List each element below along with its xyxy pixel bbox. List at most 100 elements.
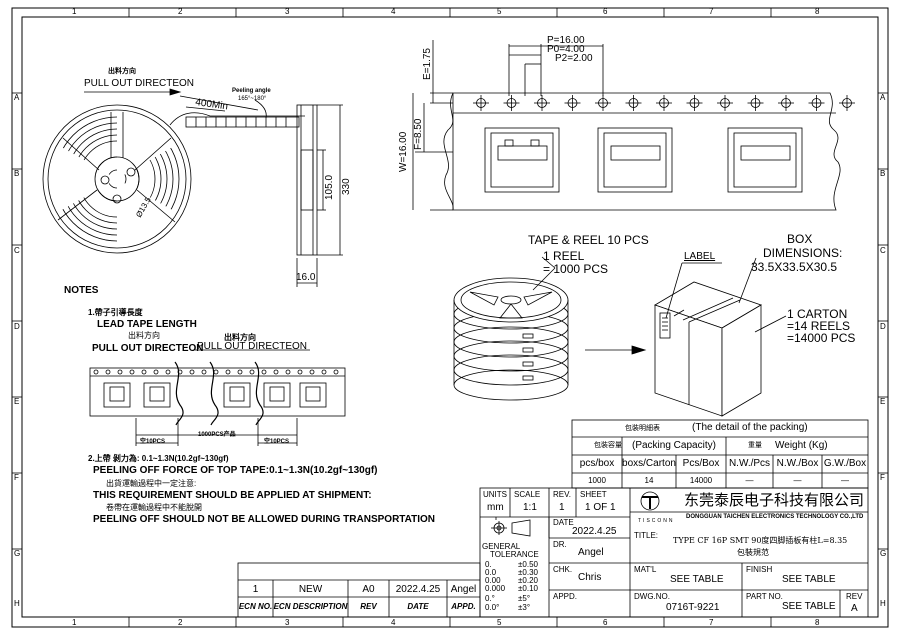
tolerance-value: ±0.50 — [518, 560, 538, 569]
notes-title: NOTES — [64, 285, 99, 296]
carton-line2: =14 REELS — [787, 319, 851, 333]
reel-front-view — [42, 104, 305, 254]
tolerance-value: ±5° — [518, 594, 531, 603]
note2-cn-c: 卷帶在運輸過程中不能脫開 — [106, 503, 202, 512]
date-value: 2022.4.25 — [572, 526, 617, 537]
tolerance-precision: 0. — [485, 560, 492, 569]
carrier-tape-view — [412, 40, 855, 211]
grid-col-label: 3 — [285, 618, 290, 627]
packing-capacity-en: (Packing Capacity) — [632, 440, 716, 451]
grid-col-label: 6 — [603, 618, 608, 627]
carton-line3: =14000 PCS — [787, 331, 856, 345]
tape-reel-title: TAPE & REEL 10 PCS — [528, 233, 649, 247]
grid-row-label: E — [880, 397, 886, 406]
grid-row-label: E — [14, 397, 20, 406]
strip-hole — [297, 369, 303, 375]
material-label: MAT'L — [634, 565, 657, 574]
scale-value: 1:1 — [523, 502, 537, 513]
checked-value: Chris — [578, 572, 602, 583]
peeling-angle-range: 165°~180° — [238, 96, 267, 102]
box-dim-title: DIMENSIONS: — [763, 246, 843, 260]
sprocket-hole — [595, 95, 611, 111]
grid-ticks — [12, 8, 888, 627]
revision-header: REV — [360, 602, 377, 611]
strip-hole — [93, 369, 99, 375]
packing-value: 14 — [644, 476, 654, 485]
projection-symbol — [491, 519, 531, 537]
drawn-label: DR. — [553, 540, 567, 549]
tolerance-title1: GENERAL — [482, 542, 521, 551]
grid-row-label: H — [14, 599, 20, 608]
packing-header: pcs/box — [579, 458, 615, 469]
revision-header: APPD. — [451, 602, 476, 611]
grid-row-label: B — [14, 169, 20, 178]
grid-col-label: 6 — [603, 7, 608, 16]
rev-block-value: A — [851, 603, 858, 614]
strip-hole — [213, 369, 219, 375]
grid-col-label: 4 — [391, 7, 396, 16]
reel-direction-cn: 出料方向 — [108, 68, 136, 75]
rev-label: REV. — [553, 490, 571, 499]
reel-width-dim: 16.0 — [296, 272, 316, 283]
dwg-no-value: 0716T-9221 — [666, 602, 720, 613]
checked-label: CHK. — [553, 565, 573, 574]
grid-col-label: 1 — [72, 618, 77, 627]
packing-value: — — [793, 476, 802, 485]
finish-value: SEE TABLE — [782, 574, 836, 585]
strip-hole — [249, 369, 255, 375]
tolerance-value: ±3° — [518, 603, 531, 612]
note1-cn: 1.帶子引導長度 — [88, 308, 143, 317]
company-name-en: DONGGUAN TAICHEN ELECTRONICS TECHNOLOGY … — [686, 514, 864, 520]
tolerance-precision: 0.00 — [485, 576, 501, 585]
part-no-label: PART NO. — [746, 592, 783, 601]
box-callout: BOX — [787, 232, 813, 246]
note2-cn-b: 出貨運輸過程中一定注意: — [106, 479, 197, 488]
units-value: mm — [487, 502, 504, 513]
strip-hole — [141, 369, 147, 375]
packing-header: G.W./Box — [823, 458, 867, 469]
tolerance-precision: 0.° — [485, 594, 495, 603]
drawing-title-line1: TYPE CF 16P SMT 90度四脚插板有柱L=8.35 — [673, 536, 848, 545]
box-dim-value: 33.5X33.5X30.5 — [751, 260, 838, 274]
packing-header: N.W./Pcs — [728, 458, 771, 469]
company-logo — [640, 491, 660, 511]
packing-table-title-en: (The detail of the packing) — [692, 422, 808, 433]
strip-hole — [273, 369, 279, 375]
grid-row-label: G — [880, 549, 887, 558]
packing-capacity-cn: 包裝容量 — [594, 441, 622, 449]
grid-col-label: 2 — [178, 7, 183, 16]
grid-col-label: 7 — [709, 7, 714, 16]
reel-outer-dim: 330 — [341, 178, 352, 195]
strip-hole — [285, 369, 291, 375]
sheet-value: 1 OF 1 — [585, 502, 616, 513]
tape-pitch-p: P=16.00 — [547, 35, 585, 46]
peeling-angle-label: Peeling angle — [232, 88, 271, 94]
grid-row-label: H — [880, 599, 886, 608]
note1-direction-cn: 出料方向 — [128, 331, 160, 340]
company-name-cn: 东莞泰辰电子科技有限公司 — [684, 491, 865, 509]
grid-col-label: 2 — [178, 618, 183, 627]
sprocket-hole — [564, 95, 581, 111]
scale-label: SCALE — [514, 490, 541, 499]
carton-line1: 1 CARTON — [787, 307, 848, 321]
grid-col-label: 8 — [815, 618, 820, 627]
strip-hole — [201, 369, 207, 375]
packing-value: 14000 — [689, 476, 713, 485]
strip-hole — [165, 369, 171, 375]
sprocket-hole — [686, 95, 703, 111]
grid-col-label: 8 — [815, 7, 820, 16]
rev-value: 1 — [559, 502, 565, 513]
grid-row-label: A — [880, 93, 886, 102]
tape-pitch-p0: P0=4.00 — [547, 44, 585, 55]
grid-row-label: C — [880, 246, 886, 255]
note1-pull-label2: PULL OUT DIRECTEON — [197, 341, 308, 352]
sprocket-holes — [473, 95, 855, 111]
tape-dim-e: E=1.75 — [422, 48, 433, 80]
carton-box — [654, 281, 762, 417]
approved-label: APPD. — [553, 592, 578, 601]
strip-hole — [117, 369, 123, 375]
strip-hole — [153, 369, 159, 375]
tape-pitch-p2: P2=2.00 — [555, 53, 593, 64]
note2-en: PEELING OFF FORCE OF TOP TAPE:0.1~1.3N(1… — [93, 465, 378, 476]
revision-header: DATE — [407, 602, 429, 611]
